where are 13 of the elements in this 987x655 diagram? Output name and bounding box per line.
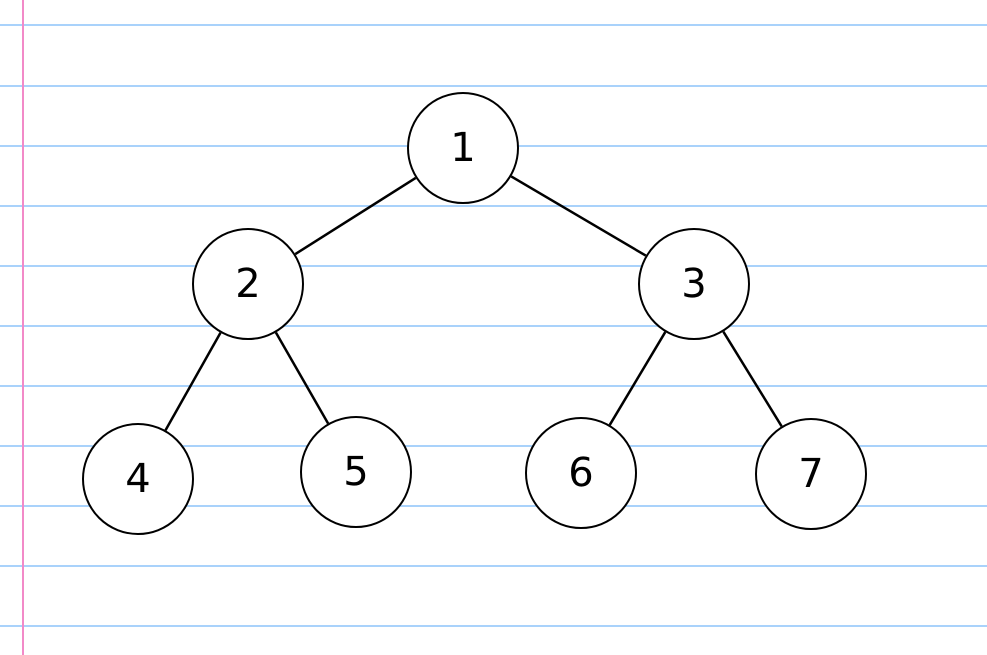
node-number: 5	[343, 452, 369, 492]
node-number: 7	[798, 454, 824, 494]
connector-line	[608, 331, 666, 426]
connector-line	[164, 332, 222, 431]
connector-line	[274, 332, 330, 424]
node-number: 4	[125, 459, 151, 499]
node-number: 3	[681, 264, 707, 304]
node-number: 1	[450, 128, 476, 168]
connector-line	[294, 176, 416, 256]
node-number: 6	[568, 453, 594, 493]
connector-line	[722, 331, 783, 427]
connector-line	[510, 175, 646, 257]
node-number: 2	[235, 264, 261, 304]
